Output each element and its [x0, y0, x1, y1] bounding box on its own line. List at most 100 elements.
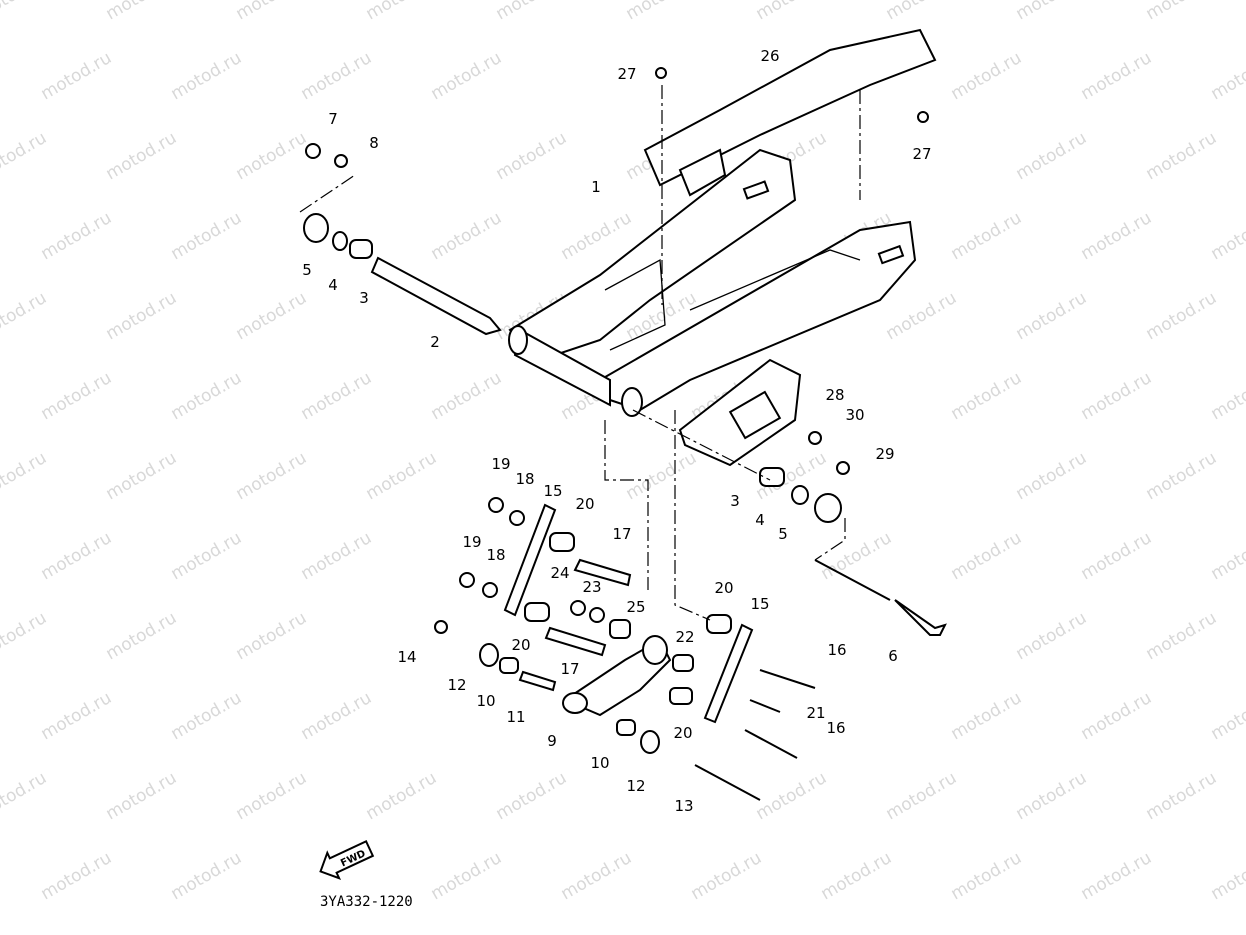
- callout: 20: [673, 724, 692, 742]
- watermark-text: motod.ru: [1078, 368, 1156, 424]
- callout: 19: [462, 533, 481, 551]
- callout: 11: [506, 708, 525, 726]
- watermark-text: motod.ru: [38, 528, 116, 584]
- callout: 18: [486, 546, 505, 564]
- callout: 13: [674, 797, 693, 815]
- diagram-code: 3YA332-1220: [320, 894, 413, 910]
- relay-arm-part-9: [562, 638, 672, 717]
- callout: 16: [826, 719, 845, 737]
- watermark-text: motod.ru: [0, 448, 50, 504]
- callout-labels: 27 26 27 7 8 1 5 4 3 2 28 30 29 19 18 15…: [302, 47, 931, 815]
- fwd-arrow-icon: FWD: [319, 840, 375, 880]
- callout: 1: [591, 178, 601, 196]
- watermark-text: motod.ru: [298, 48, 376, 104]
- callout: 22: [675, 628, 694, 646]
- callout: 9: [547, 732, 557, 750]
- watermark-text: motod.ru: [818, 528, 896, 584]
- watermark-text: motod.ru: [948, 528, 1026, 584]
- callout: 4: [328, 276, 338, 294]
- watermark-text: motod.ru: [103, 448, 181, 504]
- watermark-text: motod.ru: [38, 368, 116, 424]
- watermark-text: motod.ru: [493, 768, 571, 824]
- watermark-text: motod.ru: [493, 128, 571, 184]
- callout: 6: [888, 647, 898, 665]
- watermark-text: motod.ru: [1078, 48, 1156, 104]
- callout: 26: [760, 47, 779, 65]
- watermark-text: motod.ru: [0, 128, 50, 184]
- watermark-text: motod.ru: [1013, 448, 1091, 504]
- callout: 12: [447, 676, 466, 694]
- callout: 14: [397, 648, 416, 666]
- callout: 4: [755, 511, 765, 529]
- callout: 17: [560, 660, 579, 678]
- callout: 5: [302, 261, 312, 279]
- watermark-text: motod.ru: [233, 608, 311, 664]
- callout: 12: [626, 777, 645, 795]
- watermark-text: motod.ru: [623, 448, 701, 504]
- watermark-text: motod.ru: [298, 368, 376, 424]
- watermark-text: motod.ru: [1208, 848, 1246, 904]
- watermark-text: motod.ru: [168, 208, 246, 264]
- watermark-text: motod.ru: [233, 288, 311, 344]
- watermark-text: motod.ru: [558, 848, 636, 904]
- watermark-text: motod.ru: [1013, 768, 1091, 824]
- callout: 29: [875, 445, 894, 463]
- watermark-text: motod.ru: [948, 208, 1026, 264]
- watermark-text: motod.ru: [493, 0, 571, 24]
- watermark-text: motod.ru: [168, 848, 246, 904]
- watermark-text: motod.ru: [168, 528, 246, 584]
- callout: 20: [511, 636, 530, 654]
- callout: 8: [369, 134, 379, 152]
- watermark-layer: motod.ru motod.ru motod.ru motod.ru motod.ru…: [0, 0, 1246, 904]
- watermark-text: motod.ru: [1143, 288, 1221, 344]
- watermark-text: motod.ru: [363, 768, 441, 824]
- callout: 3: [359, 289, 369, 307]
- watermark-text: motod.ru: [1013, 128, 1091, 184]
- watermark-text: motod.ru: [363, 448, 441, 504]
- watermark-text: motod.ru: [948, 368, 1026, 424]
- callout: 27: [617, 65, 636, 83]
- callout: 15: [543, 482, 562, 500]
- watermark-text: motod.ru: [883, 768, 961, 824]
- watermark-text: motod.ru: [298, 688, 376, 744]
- callout: 24: [550, 564, 569, 582]
- watermark-text: motod.ru: [1208, 208, 1246, 264]
- watermark-text: motod.ru: [0, 608, 50, 664]
- callout: 2: [430, 333, 440, 351]
- callout: 30: [845, 406, 864, 424]
- watermark-text: motod.ru: [948, 48, 1026, 104]
- watermark-text: motod.ru: [233, 448, 311, 504]
- watermark-text: motod.ru: [38, 48, 116, 104]
- watermark-text: motod.ru: [428, 848, 506, 904]
- watermark-text: motod.ru: [233, 128, 311, 184]
- watermark-text: motod.ru: [753, 0, 831, 24]
- swingarm-part-1: [508, 148, 917, 417]
- callout: 7: [328, 110, 338, 128]
- leader-lines: [299, 85, 861, 621]
- watermark-text: motod.ru: [168, 368, 246, 424]
- callout: 18: [515, 470, 534, 488]
- watermark-text: motod.ru: [233, 768, 311, 824]
- watermark-text: motod.ru: [1013, 288, 1091, 344]
- callout: 5: [778, 525, 788, 543]
- watermark-text: motod.ru: [363, 0, 441, 24]
- watermark-text: motod.ru: [1143, 608, 1221, 664]
- watermark-text: motod.ru: [1078, 528, 1156, 584]
- watermark-text: motod.ru: [1143, 768, 1221, 824]
- callout: 15: [750, 595, 769, 613]
- watermark-text: motod.ru: [428, 48, 506, 104]
- watermark-text: motod.ru: [1143, 448, 1221, 504]
- callout: 10: [476, 692, 495, 710]
- callout: 21: [806, 704, 825, 722]
- watermark-text: motod.ru: [38, 208, 116, 264]
- watermark-text: motod.ru: [1078, 208, 1156, 264]
- watermark-text: motod.ru: [1013, 608, 1091, 664]
- watermark-text: motod.ru: [0, 768, 50, 824]
- callout: 20: [575, 495, 594, 513]
- callout: 16: [827, 641, 846, 659]
- watermark-text: motod.ru: [688, 848, 766, 904]
- watermark-text: motod.ru: [0, 288, 50, 344]
- watermark-text: motod.ru: [1013, 0, 1091, 24]
- watermark-text: motod.ru: [1208, 528, 1246, 584]
